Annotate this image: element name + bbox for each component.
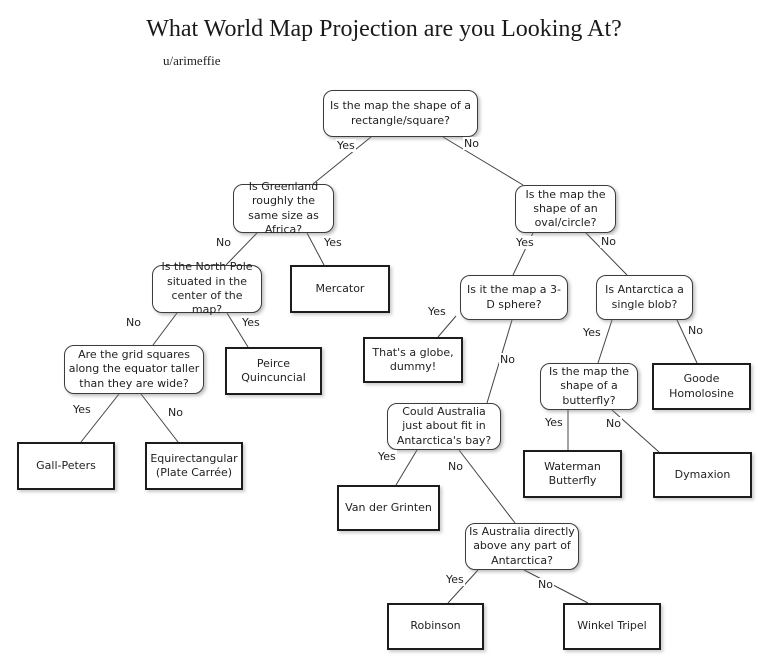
edge-label-sphere-yes: Yes <box>427 305 447 318</box>
connector-northpole-no <box>152 312 178 346</box>
connector-sphere-yes <box>437 315 457 338</box>
node-result-globe: That's a globe, dummy! <box>363 337 463 383</box>
connector-grid-yes <box>80 393 120 443</box>
node-question-greenland-africa: Is Greenland roughly the same size as Af… <box>233 180 334 236</box>
edge-label-northpole-no: No <box>125 316 142 329</box>
node-question-north-pole-center: Is the North Pole situated in the center… <box>152 260 262 316</box>
page-title: What World Map Projection are you Lookin… <box>146 16 622 42</box>
connector-greenland-no <box>225 232 258 266</box>
edge-label-root-no: No <box>463 137 480 150</box>
edge-label-greenland-yes: Yes <box>323 236 343 249</box>
edge-label-greenland-no: No <box>215 236 232 249</box>
connector-fit-yes <box>395 449 418 486</box>
edge-label-grid-yes: Yes <box>72 403 92 416</box>
connector-root-yes <box>312 136 372 185</box>
connector-blob-yes <box>597 319 613 364</box>
edge-label-butterfly-no: No <box>605 417 622 430</box>
connector-oval-no <box>585 232 628 276</box>
connector-grid-no <box>140 393 179 443</box>
edge-label-grid-no: No <box>167 406 184 419</box>
edge-label-blob-no: No <box>687 324 704 337</box>
node-result-mercator: Mercator <box>290 265 390 313</box>
edge-label-fit-no: No <box>447 460 464 473</box>
node-result-dymaxion: Dymaxion <box>653 452 752 498</box>
node-question-grid-squares: Are the grid squares along the equator t… <box>64 345 204 394</box>
edge-label-northpole-yes: Yes <box>241 316 261 329</box>
connector-above-no <box>523 569 589 604</box>
node-question-3d-sphere: Is it the map a 3-D sphere? <box>460 275 568 320</box>
node-result-winkel-tripel: Winkel Tripel <box>563 603 661 650</box>
node-result-goode-homolosine: Goode Homolosine <box>652 363 751 410</box>
edge-label-butterfly-yes: Yes <box>544 416 564 429</box>
node-question-rectangle-square: Is the map the shape of a rectangle/squa… <box>323 90 478 137</box>
node-question-australia-above-antarctica: Is Australia directly above any part of … <box>465 523 579 570</box>
edge-label-above-yes: Yes <box>445 573 465 586</box>
connector-northpole-yes <box>226 312 249 348</box>
edge-label-above-no: No <box>537 578 554 591</box>
connector-root-no <box>442 136 524 186</box>
node-result-gall-peters: Gall-Peters <box>17 442 115 490</box>
edge-label-fit-yes: Yes <box>377 450 397 463</box>
edge-label-oval-yes: Yes <box>515 236 535 249</box>
node-question-butterfly-shape: Is the map the shape of a butterfly? <box>540 363 638 410</box>
connector-above-yes <box>447 569 479 604</box>
node-result-equirectangular: Equirectangular (Plate Carrée) <box>145 442 243 490</box>
connector-fit-no <box>458 449 516 524</box>
node-result-van-der-grinten: Van der Grinten <box>337 485 440 531</box>
node-result-waterman-butterfly: Waterman Butterfly <box>523 450 622 498</box>
node-result-robinson: Robinson <box>387 603 484 650</box>
edge-label-oval-no: No <box>600 235 617 248</box>
edge-label-root-yes: Yes <box>336 139 356 152</box>
node-question-antarctica-blob: Is Antarctica a single blob? <box>596 275 693 320</box>
credit-text: u/arimeffie <box>163 53 221 68</box>
node-question-oval-circle: Is the map the shape of an oval/circle? <box>515 185 616 233</box>
connector-blob-no <box>676 319 698 364</box>
node-result-peirce-quincuncial: Peirce Quincuncial <box>225 347 322 395</box>
node-question-australia-fit-bay: Could Australia just about fit in Antarc… <box>387 403 501 450</box>
edge-label-blob-yes: Yes <box>582 326 602 339</box>
connector-greenland-yes <box>306 232 325 266</box>
edge-label-sphere-no: No <box>499 353 516 366</box>
